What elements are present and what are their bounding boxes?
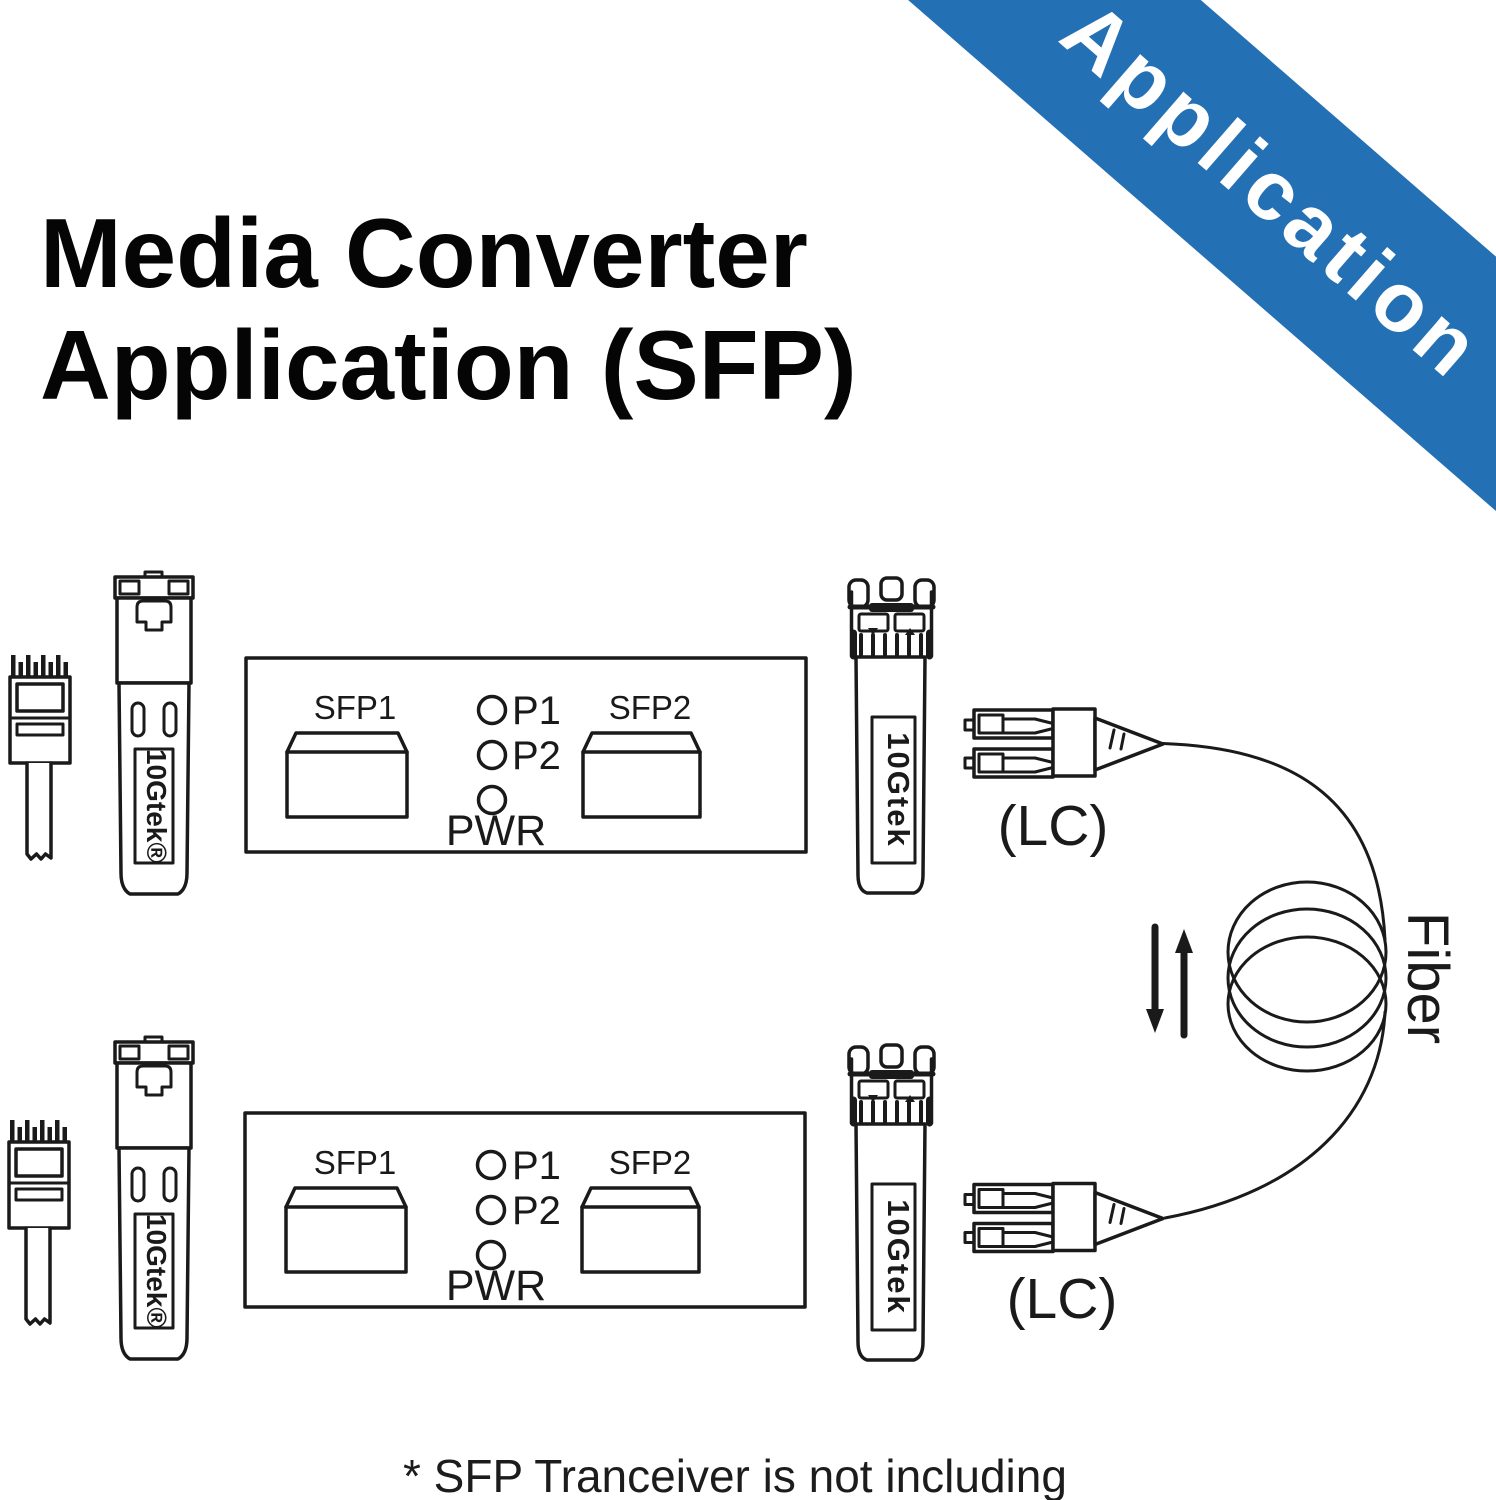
led-p1-label-bottom: P1: [512, 1144, 561, 1188]
rj45-plug-bottom: [7, 1118, 71, 1326]
lc-connector-bottom: [963, 1181, 1165, 1254]
footnote: * SFP Tranceiver is not including: [403, 1450, 1067, 1500]
uplink-arrow-icon: [1175, 929, 1193, 1039]
brand-label-copper-bottom: 10Gtek®: [141, 1214, 172, 1328]
led-pwr-label-bottom: PWR: [446, 1262, 546, 1310]
page-title-line2: Application (SFP): [40, 310, 857, 420]
downlink-arrow-icon: [1146, 923, 1164, 1033]
sfp2-label-bottom: SFP2: [609, 1144, 692, 1181]
led-p1-label-top: P1: [512, 689, 561, 733]
fiber-label: Fiber: [1395, 912, 1460, 1044]
led-pwr-label-top: PWR: [446, 807, 546, 855]
page-title-line1: Media Converter: [40, 198, 808, 308]
led-p2-label-bottom: P2: [512, 1189, 561, 1233]
sfp1-label-top: SFP1: [314, 689, 397, 726]
lc-label-bottom: (LC): [1007, 1267, 1118, 1331]
rj45-plug-top: [8, 653, 72, 861]
brand-label-copper-top: 10Gtek®: [141, 749, 172, 863]
sfp1-label-bottom: SFP1: [314, 1144, 397, 1181]
page-title: Media Converter Application (SFP): [40, 197, 857, 421]
fiber-cable-bottom-run: [1163, 1010, 1387, 1220]
fiber-cable-top-run: [1161, 742, 1387, 942]
fiber-coil: [1226, 880, 1388, 1073]
lc-label-top: (LC): [998, 794, 1109, 858]
led-p2-label-top: P2: [512, 734, 561, 778]
brand-label-fiber-top: 10Gtek: [881, 732, 916, 847]
sfp2-label-top: SFP2: [609, 689, 692, 726]
lc-connector-top: [963, 707, 1165, 779]
brand-label-fiber-bottom: 10Gtek: [881, 1199, 916, 1314]
